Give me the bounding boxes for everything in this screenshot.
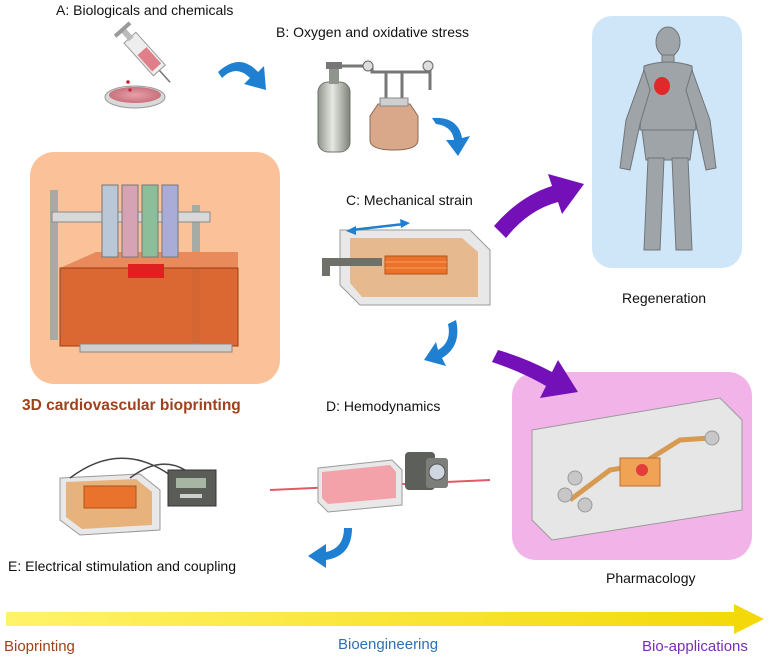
human-body-icon <box>619 26 717 251</box>
electrical-stimulation-icon <box>59 457 217 536</box>
label-regeneration: Regeneration <box>622 290 707 306</box>
label-b: B: Oxygen and oxidative stress <box>276 24 469 40</box>
axis-start-label: Bioprinting <box>4 638 75 655</box>
label-e: E: Electrical stimulation and coupling <box>8 558 237 574</box>
organ-on-chip-icon <box>531 397 743 541</box>
petri-dish-syringe-icon <box>104 21 171 109</box>
timeline-arrow-icon <box>6 604 764 634</box>
heart-icon <box>654 77 670 95</box>
main-title: 3D cardiovascular bioprinting <box>22 397 241 414</box>
axis-end-label: Bio-applications <box>642 638 748 655</box>
hemodynamics-pump-icon <box>269 452 491 513</box>
bioprinter-icon <box>50 184 239 353</box>
arrow-c-to-d-icon <box>424 320 458 366</box>
label-pharmacology: Pharmacology <box>606 570 696 586</box>
arrow-b-to-c-icon <box>432 117 470 156</box>
label-d: D: Hemodynamics <box>326 398 441 414</box>
arrow-to-pharmacology-icon <box>492 350 578 398</box>
axis-middle-label: Bioengineering <box>338 636 439 653</box>
culture-bottle-icon <box>369 97 419 151</box>
label-a: A: Biologicals and chemicals <box>56 2 234 18</box>
arrow-d-to-e-icon <box>308 528 352 568</box>
gas-cylinder-icon <box>317 60 434 153</box>
mechanical-strain-device-icon <box>322 219 491 306</box>
arrow-a-to-b-icon <box>218 62 266 90</box>
arrow-to-regeneration-icon <box>494 174 584 238</box>
label-c: C: Mechanical strain <box>346 192 473 208</box>
